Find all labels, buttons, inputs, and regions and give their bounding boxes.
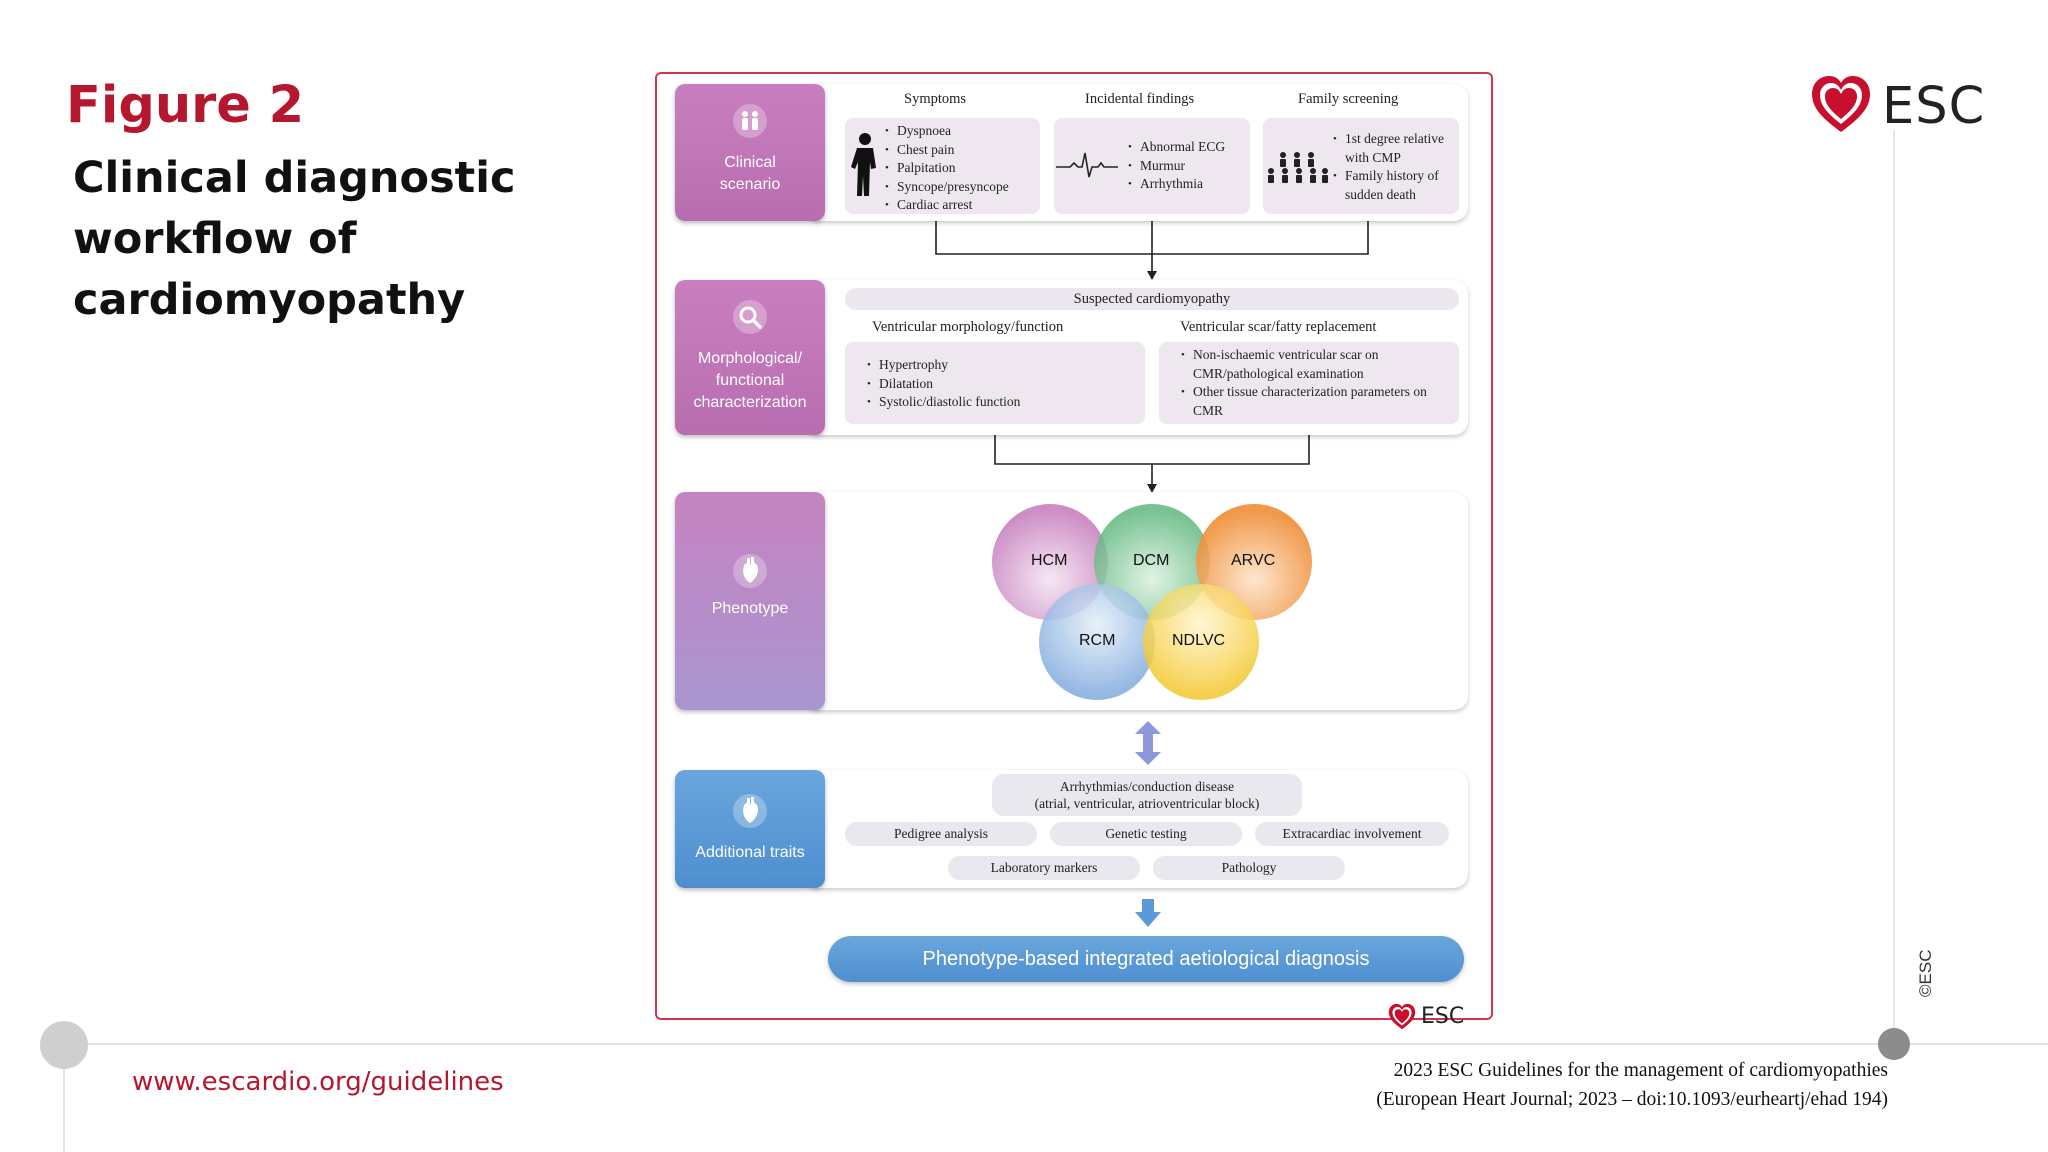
right-divider — [1893, 130, 1895, 1043]
person-icon — [851, 133, 876, 196]
citation-line-1: 2023 ESC Guidelines for the management o… — [1393, 1060, 1888, 1081]
side-phenotype-label: Phenotype — [711, 600, 789, 617]
symptoms-header: Symptoms — [904, 91, 967, 107]
figure-esc-logo-text: ESC — [1421, 1004, 1465, 1029]
footer-divider — [64, 1043, 2048, 1045]
venn-circle-rcm — [1039, 584, 1155, 700]
figure-diagram: Clinical scenario Symptoms Incidental fi… — [655, 72, 1493, 1030]
trait-pedigree-analysis: Pedigree analysis — [845, 822, 1037, 846]
decor-dot-right — [1878, 1028, 1910, 1060]
final-diagnosis-bar: Phenotype-based integrated aetiological … — [828, 936, 1464, 982]
ventricular-item: Dilatation — [867, 375, 1020, 394]
double-arrow-icon — [1135, 721, 1161, 765]
arrhythmia-line-2: (atrial, ventricular, atrioventricular b… — [1034, 796, 1260, 811]
guidelines-link[interactable]: www.escardio.org/guidelines — [132, 1067, 504, 1097]
scar-item: Other tissue characterization parameters… — [1181, 383, 1433, 420]
magnifier-icon — [733, 300, 767, 334]
citation-line-2: (European Heart Journal; 2023 – doi:10.1… — [1376, 1089, 1888, 1110]
phenotype-venn — [992, 504, 1312, 700]
ventricular-header: Ventricular morphology/function — [872, 319, 1064, 335]
trait-genetic-testing: Genetic testing — [1050, 822, 1242, 846]
arrhythmia-label: Arrhythmias/conduction disease (atrial, … — [992, 774, 1302, 816]
side-clinical-scenario: Clinical scenario — [675, 84, 825, 221]
heart-organ-icon — [733, 554, 767, 588]
venn-label-arvc: ARVC — [1231, 552, 1276, 569]
trait-extracardiac-involvement: Extracardiac involvement — [1255, 822, 1449, 846]
incidental-item: Arrhythmia — [1128, 175, 1225, 194]
arrhythmia-line-1: Arrhythmias/conduction disease — [1059, 779, 1235, 794]
trait-pathology: Pathology — [1153, 856, 1345, 880]
title-line-1: Clinical diagnostic — [73, 153, 516, 203]
suspected-cardiomyopathy-label: Suspected cardiomyopathy — [845, 288, 1459, 310]
symptom-item: Dyspnoea — [885, 122, 1009, 141]
ventricular-box: Hypertrophy Dilatation Systolic/diastoli… — [845, 342, 1145, 424]
incidental-box: Abnormal ECG Murmur Arrhythmia — [1054, 118, 1250, 214]
family-item: Family history of sudden death — [1333, 167, 1457, 204]
ventricular-item: Hypertrophy — [867, 356, 1020, 375]
title-line-2: workflow of — [73, 214, 357, 264]
citation: 2023 ESC Guidelines for the management o… — [1376, 1056, 1888, 1114]
scar-box: Non-ischaemic ventricular scar on CMR/pa… — [1159, 342, 1459, 424]
ecg-icon — [1056, 152, 1118, 178]
figure-frame — [655, 72, 1493, 1020]
scar-header: Ventricular scar/fatty replacement — [1180, 319, 1377, 335]
family-header: Family screening — [1298, 91, 1399, 107]
side-morphological-label: Morphological/ functional characterizati… — [693, 350, 807, 411]
figure-label: Figure 2 — [66, 76, 305, 135]
incidental-item: Abnormal ECG — [1128, 138, 1225, 157]
symptom-item: Palpitation — [885, 159, 1009, 178]
family-icon — [733, 104, 767, 138]
side-morphological: Morphological/ functional characterizati… — [675, 280, 825, 435]
scar-item: Non-ischaemic ventricular scar on CMR/pa… — [1181, 346, 1433, 383]
trait-laboratory-markers: Laboratory markers — [948, 856, 1140, 880]
symptom-item: Chest pain — [885, 141, 1009, 160]
decor-dot-left — [40, 1021, 88, 1069]
venn-label-ndlvc: NDLVC — [1172, 632, 1226, 649]
copyright-notice: ©ESC — [1908, 945, 1948, 1005]
slide-title: Clinical diagnostic workflow of cardiomy… — [73, 148, 515, 331]
side-additional-traits-label: Additional traits — [695, 844, 805, 861]
esc-heart-icon — [1388, 1003, 1416, 1030]
side-phenotype: Phenotype — [675, 492, 825, 710]
side-additional-traits: Additional traits — [675, 770, 825, 888]
ventricular-item: Systolic/diastolic function — [867, 393, 1020, 412]
down-arrow-icon — [1135, 899, 1161, 927]
footer-left-divider — [63, 1043, 65, 1152]
symptoms-box: Dyspnoea Chest pain Palpitation Syncope/… — [845, 118, 1040, 214]
symptom-item: Cardiac arrest — [885, 196, 1009, 215]
heart-organ-icon — [733, 794, 767, 828]
side-clinical-scenario-label: Clinical scenario — [719, 154, 781, 193]
incidental-item: Murmur — [1128, 157, 1225, 176]
esc-heart-icon — [1812, 76, 1870, 132]
symptom-item: Syncope/presyncope — [885, 178, 1009, 197]
venn-label-dcm: DCM — [1133, 552, 1170, 569]
incidental-header: Incidental findings — [1085, 91, 1195, 107]
esc-logo: ESC — [1808, 72, 1988, 142]
family-item: 1st degree relative with CMP — [1333, 130, 1457, 167]
family-box: 1st degree relative with CMP Family hist… — [1263, 118, 1459, 214]
venn-circle-ndlvc — [1143, 584, 1259, 700]
family-tree-icon — [1268, 152, 1328, 183]
copyright-text: ©ESC — [1916, 949, 1935, 997]
venn-label-rcm: RCM — [1079, 632, 1116, 649]
title-line-3: cardiomyopathy — [73, 275, 466, 325]
figure-esc-logo: ESC — [1387, 1002, 1487, 1032]
esc-logo-text: ESC — [1882, 77, 1986, 136]
venn-label-hcm: HCM — [1031, 552, 1068, 569]
